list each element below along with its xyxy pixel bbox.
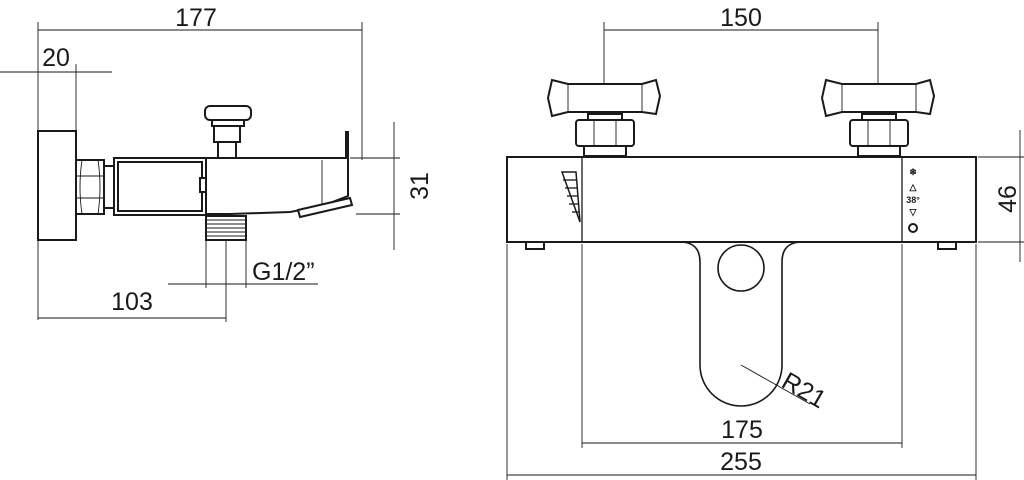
dim-label-r21: R21 xyxy=(777,367,831,414)
spout xyxy=(205,131,354,219)
diverter-knob[interactable] xyxy=(204,105,252,159)
u-cutout xyxy=(582,241,902,407)
down-triangle-icon: ▽ xyxy=(909,207,918,217)
dim-label-20: 20 xyxy=(42,44,70,72)
dim-label-31: 31 xyxy=(406,172,434,200)
dim-radius: R21 xyxy=(740,364,831,414)
dim-body-height: 46 xyxy=(978,130,1024,262)
dim-label-46: 46 xyxy=(994,185,1022,213)
dim-label-175: 175 xyxy=(721,416,763,444)
side-view: 177 20 xyxy=(0,4,434,322)
dim-outlet-offset: 103 xyxy=(38,288,226,319)
foot-right xyxy=(937,241,957,250)
dim-label-150: 150 xyxy=(720,4,762,32)
hex-connector xyxy=(75,159,105,215)
dim-wall-plate: 20 xyxy=(0,44,112,130)
dim-overall-width-front: 255 xyxy=(506,244,977,480)
right-handle[interactable] xyxy=(820,78,936,157)
left-handle[interactable] xyxy=(546,78,662,157)
wall-plate xyxy=(37,130,77,241)
flow-scale-icon xyxy=(560,171,581,223)
dim-label-103: 103 xyxy=(111,288,153,316)
threaded-outlet xyxy=(205,215,247,241)
dim-label-255: 255 xyxy=(720,448,762,476)
foot-left xyxy=(525,241,545,250)
front-view: 150 xyxy=(506,4,1024,480)
mixer-body xyxy=(506,156,977,243)
dim-handle-spacing: 150 xyxy=(603,4,879,150)
cold-snowflake-icon: ❄ xyxy=(909,167,917,177)
up-triangle-icon: △ xyxy=(909,182,918,192)
dim-label-177: 177 xyxy=(175,4,217,32)
dim-inner-width: 175 xyxy=(581,244,903,448)
dim-overall-width-side: 177 xyxy=(37,4,363,320)
thread-label: G1/2” xyxy=(252,258,315,286)
dim-spout-height: 31 xyxy=(350,122,434,250)
temperature-label: 38° xyxy=(906,195,920,205)
temperature-scale: ❄ △ 38° ▽ xyxy=(906,167,920,233)
connector-neck xyxy=(103,165,115,209)
valve-body xyxy=(113,157,207,216)
